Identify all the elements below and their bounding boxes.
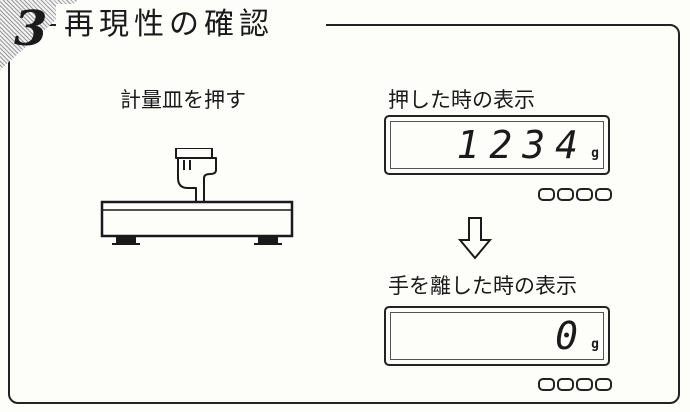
key	[595, 188, 612, 201]
pressed-display-unit: g	[591, 146, 599, 161]
pressed-display-panel: 1234 g	[384, 115, 610, 175]
page-title: 再現性の確認	[64, 7, 274, 42]
key	[538, 188, 555, 201]
key	[557, 188, 574, 201]
released-display-value: 0	[555, 314, 588, 358]
pointing-hand-icon	[175, 147, 217, 207]
key-row-top	[538, 188, 612, 201]
key	[595, 378, 612, 391]
key	[557, 378, 574, 391]
title-background	[56, 4, 326, 46]
pressed-display-value: 1234	[456, 123, 588, 167]
key	[576, 188, 593, 201]
instruction-label: 計量皿を押す	[120, 88, 246, 112]
scale-illustration	[98, 147, 296, 258]
step-number: 3	[14, 1, 48, 57]
released-display-label: 手を離した時の表示	[388, 274, 577, 298]
section-frame	[8, 24, 680, 404]
key	[576, 378, 593, 391]
key	[538, 378, 555, 391]
released-display-panel: 0 g	[384, 306, 610, 366]
released-display-unit: g	[591, 337, 599, 352]
pressed-display-label: 押した時の表示	[388, 88, 535, 112]
key-row-bottom	[538, 378, 612, 391]
down-arrow-icon	[458, 217, 492, 260]
